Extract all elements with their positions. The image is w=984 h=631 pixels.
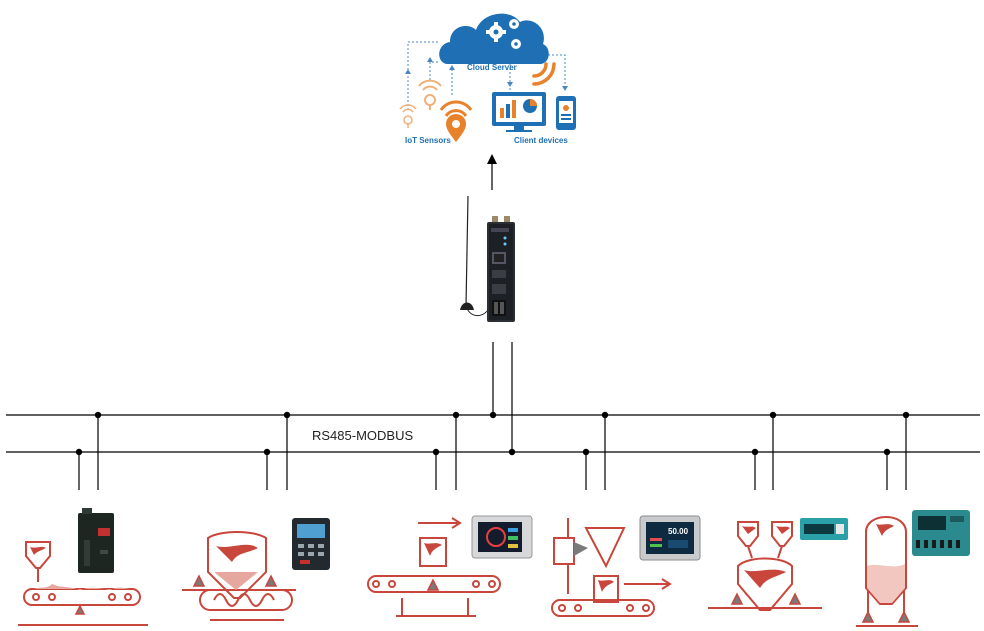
connector-arrows [405, 57, 568, 91]
display-controller-icon: 50.00 [639, 515, 701, 561]
wifi-icon [439, 100, 473, 117]
cloud-icon [439, 13, 549, 64]
cloud-section: Cloud Server [399, 13, 576, 145]
iot-sensors: IoT Sensors [399, 79, 473, 145]
gear-icon [486, 19, 521, 49]
gateway-device-icon [460, 195, 515, 322]
bus-label: RS485-MODBUS [312, 428, 413, 443]
wifi-icon [399, 104, 417, 113]
process-6 [856, 510, 970, 627]
wifi-icon [418, 79, 442, 91]
wifi-icon [532, 62, 556, 86]
uplink-arrow [487, 154, 497, 190]
iot-sensors-caption: IoT Sensors [405, 136, 451, 145]
display-controller-icon [912, 510, 970, 556]
display-controller-icon [292, 518, 330, 570]
display-controller-icon [800, 518, 848, 540]
cloud-title: Cloud Server [467, 63, 517, 72]
location-pin-icon [446, 114, 466, 142]
monitor-chart-icon [492, 92, 546, 132]
location-pin-icon [403, 115, 413, 128]
process-2 [182, 518, 330, 621]
bus-junctions [75, 411, 910, 456]
antenna-icon [460, 195, 489, 316]
process-5 [708, 518, 848, 611]
phone-icon [556, 96, 576, 130]
din-module-icon [78, 508, 114, 573]
process-4: 50.00 [551, 515, 701, 617]
display-controller-icon [471, 515, 533, 559]
controller-4-display: 50.00 [668, 527, 689, 536]
location-pin-icon [424, 94, 436, 110]
client-devices: Client devices [492, 92, 576, 145]
client-devices-caption: Client devices [514, 136, 568, 145]
process-1 [18, 508, 148, 626]
process-3 [367, 515, 533, 617]
